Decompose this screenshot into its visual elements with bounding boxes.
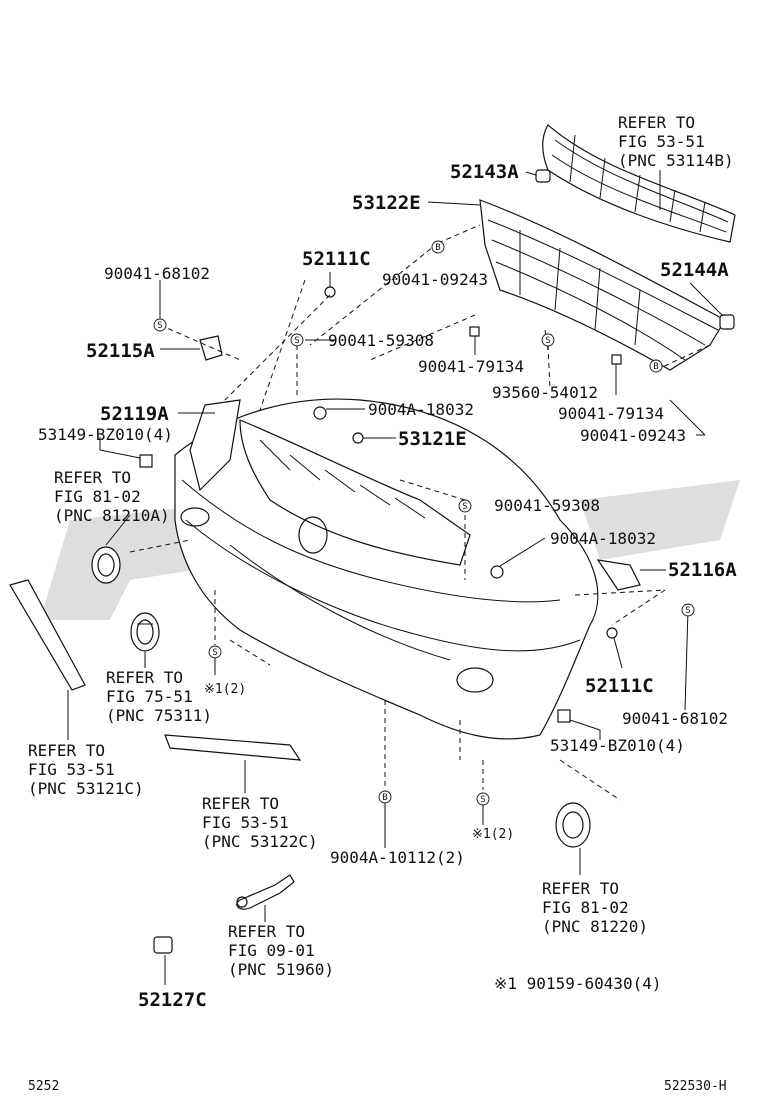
refer-53114b-line2: FIG 53-51 [618,132,705,151]
refer-75311-line3: (PNC 75311) [106,706,212,725]
footnote: ※1 90159-60430(4) [494,974,662,993]
label-53122e: 53122E [352,192,421,214]
svg-text:B: B [382,793,387,803]
fastener-9004a-mid [490,565,504,579]
note-ref-left: ※1(2) [204,682,246,697]
clip-52143a [535,169,551,183]
side-bracket-52119a [189,399,241,492]
refer-53122c-line3: (PNC 53122C) [202,832,318,851]
refer-75311-line1: REFER TO [106,668,183,687]
label-90041-68102-left: 90041-68102 [104,264,210,283]
refer-53121c-line3: (PNC 53121C) [28,779,144,798]
callout-s-7: S [476,792,490,806]
svg-text:S: S [685,606,690,616]
label-52111c-bottom: 52111C [585,675,654,697]
refer-75311-line2: FIG 75-51 [106,687,193,706]
svg-text:B: B [653,362,658,372]
tow-hook [236,874,295,910]
page-number: 5252 [28,1079,59,1094]
refer-81220-line1: REFER TO [542,879,619,898]
fastener-9004a-top [313,406,327,420]
refer-53121c-line1: REFER TO [28,741,105,760]
label-90041-68102-right: 90041-68102 [622,709,728,728]
label-9004a-18032-mid: 9004A-18032 [550,529,656,548]
refer-53122c-line1: REFER TO [202,794,279,813]
clip-53149-left [139,454,153,468]
lower-trim-strip [164,734,302,761]
svg-text:S: S [157,321,162,331]
refer-51960-line2: FIG 09-01 [228,941,315,960]
lower-grille [479,199,726,371]
clip-53149-right [557,709,571,723]
refer-53114b-line3: (PNC 53114B) [618,151,734,170]
svg-text:S: S [545,336,550,346]
refer-81210a-line2: FIG 81-02 [54,487,141,506]
svg-text:S: S [462,502,467,512]
svg-text:S: S [294,336,299,346]
fastener-53121e [352,432,364,444]
label-90041-09243-top: 90041-09243 [382,270,488,289]
clip-90041-79134-b [611,354,622,365]
label-52115a: 52115A [86,340,155,362]
callout-s-2: S [290,333,304,347]
svg-text:S: S [480,795,485,805]
label-90041-59308-mid: 90041-59308 [494,496,600,515]
label-90041-79134-b: 90041-79134 [558,404,664,423]
left-fog-lamp [91,546,121,584]
callout-s-4: S [458,499,472,513]
svg-text:S: S [212,648,217,658]
refer-81220-line2: FIG 81-02 [542,898,629,917]
label-90041-59308-top: 90041-59308 [328,331,434,350]
svg-text:B: B [435,243,440,253]
bracket-52116a [596,559,641,591]
label-52144a: 52144A [660,259,729,281]
refer-81210a-line1: REFER TO [54,468,131,487]
label-90041-79134-a: 90041-79134 [418,357,524,376]
refer-53122c-line2: FIG 53-51 [202,813,289,832]
refer-51960-line3: (PNC 51960) [228,960,334,979]
refer-81220-line3: (PNC 81220) [542,917,648,936]
assembly-guide-lines [129,224,711,801]
label-52143a: 52143A [450,161,519,183]
label-52119a: 52119A [100,403,169,425]
clip-90041-79134-a [469,326,480,337]
clip-52144a [719,314,735,330]
label-53149-bz010-right: 53149-BZ010(4) [550,736,685,755]
center-grille-frame [239,419,471,566]
callout-s-1: S [153,318,167,332]
left-trim-strip [9,579,86,691]
cap-52127c [153,936,173,954]
callout-s-6: S [208,645,222,659]
label-93560-54012: 93560-54012 [492,383,598,402]
refer-51960-line1: REFER TO [228,922,305,941]
figure-id: 522530-H [664,1079,727,1094]
label-53121e: 53121E [398,428,467,450]
callout-b-2: B [649,359,663,373]
refer-53114b-line1: REFER TO [618,113,695,132]
label-52127c: 52127C [138,989,207,1011]
label-9004a-10112: 9004A-10112(2) [330,848,465,867]
callout-b-3: B [378,790,392,804]
label-52111c-top: 52111C [302,248,371,270]
note-ref-mid: ※1(2) [472,827,514,842]
upper-grille-insert [542,124,736,243]
label-9004a-18032-top: 9004A-18032 [368,400,474,419]
label-52116a: 52116A [668,559,737,581]
fastener-52111c-bottom [606,627,618,639]
toyota-emblem [130,612,160,652]
refer-81210a-line3: (PNC 81210A) [54,506,170,525]
right-fog-lamp [555,802,591,848]
label-90041-09243-right: 90041-09243 [580,426,686,445]
callout-s-5: S [681,603,695,617]
label-53149-bz010-left: 53149-BZ010(4) [38,425,173,444]
callout-b-1: B [431,240,445,254]
callout-s-3: S [541,333,555,347]
bracket-52115a [199,335,223,361]
refer-53121c-line2: FIG 53-51 [28,760,115,779]
